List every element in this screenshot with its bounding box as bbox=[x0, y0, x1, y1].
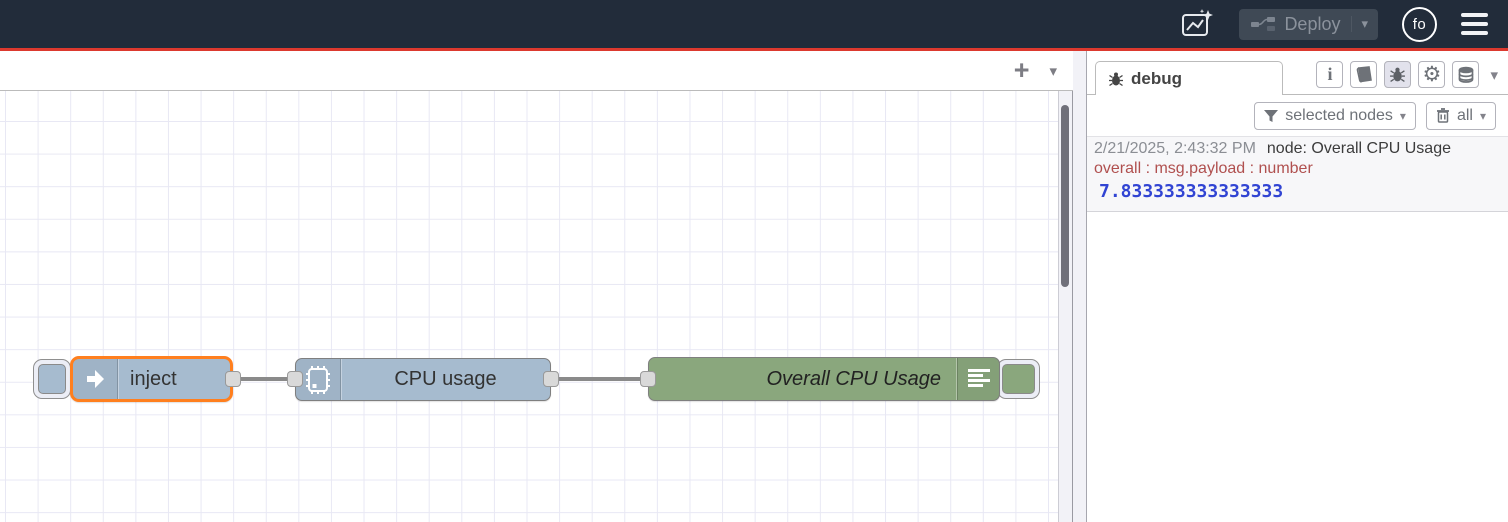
flow-canvas[interactable]: inject CPU usage bbox=[0, 91, 1073, 522]
book-icon bbox=[1355, 66, 1373, 83]
inject-arrow-icon bbox=[73, 359, 118, 399]
user-avatar[interactable]: fo bbox=[1402, 6, 1437, 42]
debug-message-list[interactable]: 2/21/2025, 2:43:32 PM node: Overall CPU … bbox=[1087, 136, 1508, 522]
tab-context-button[interactable] bbox=[1452, 61, 1480, 88]
bug-icon bbox=[1389, 66, 1406, 83]
message-source-node[interactable]: node: Overall CPU Usage bbox=[1266, 140, 1451, 157]
add-flow-button[interactable]: + bbox=[1013, 55, 1030, 85]
deploy-options-chevron-icon[interactable]: ▾ bbox=[1351, 16, 1368, 32]
trash-icon bbox=[1436, 108, 1450, 123]
debug-filter-label: selected nodes bbox=[1285, 106, 1393, 124]
flow-tabbar: + ▾ bbox=[0, 51, 1073, 91]
debug-enable-toggle[interactable] bbox=[997, 359, 1040, 399]
debug-clear-label: all bbox=[1456, 106, 1473, 124]
debug-input-port[interactable] bbox=[640, 371, 656, 387]
filter-chevron-icon: ▾ bbox=[1399, 108, 1406, 123]
canvas-scrollbar-thumb[interactable] bbox=[1061, 105, 1069, 287]
main-area: + ▾ inject bbox=[0, 51, 1508, 522]
workspace: + ▾ inject bbox=[0, 51, 1073, 522]
deploy-icon bbox=[1251, 16, 1276, 32]
assistant-flow-icon[interactable] bbox=[1179, 8, 1215, 40]
node-label: CPU usage bbox=[394, 368, 497, 390]
message-timestamp: 2/21/2025, 2:43:32 PM bbox=[1094, 140, 1256, 157]
main-menu-icon[interactable] bbox=[1461, 13, 1488, 35]
cpu-input-port[interactable] bbox=[287, 371, 303, 387]
sidebar-header: debug i bbox=[1087, 51, 1508, 95]
node-label: Overall CPU Usage bbox=[766, 367, 941, 390]
gear-icon: ⚙ bbox=[1422, 63, 1442, 86]
deploy-button-label: Deploy bbox=[1284, 13, 1341, 34]
sidebar-tab-icons: i bbox=[1316, 61, 1498, 88]
node-inject[interactable]: inject bbox=[70, 356, 233, 402]
header-accent-line bbox=[0, 48, 1508, 51]
node-cpu-usage[interactable]: CPU usage bbox=[295, 358, 551, 401]
debug-console-icon bbox=[957, 358, 999, 400]
inject-trigger-button[interactable] bbox=[33, 359, 71, 399]
sidebar-splitter[interactable] bbox=[1073, 51, 1087, 522]
tab-debug-icon-button[interactable] bbox=[1384, 61, 1412, 88]
deploy-button[interactable]: Deploy ▾ bbox=[1239, 8, 1378, 40]
cpu-chip-icon bbox=[296, 359, 341, 400]
message-value[interactable]: 7.833333333333333 bbox=[1099, 181, 1284, 202]
wire-cpu-to-debug[interactable] bbox=[550, 377, 649, 381]
node-label: inject bbox=[130, 367, 177, 390]
debug-message[interactable]: 2/21/2025, 2:43:32 PM node: Overall CPU … bbox=[1087, 136, 1508, 212]
sidebar-options-chevron-icon[interactable]: ▾ bbox=[1490, 66, 1498, 84]
tab-help-button[interactable] bbox=[1350, 61, 1378, 88]
flow-list-chevron-icon[interactable]: ▾ bbox=[1049, 62, 1057, 80]
info-icon: i bbox=[1327, 64, 1333, 84]
cpu-output-port[interactable] bbox=[543, 371, 559, 387]
database-icon bbox=[1457, 66, 1475, 84]
filter-icon bbox=[1264, 109, 1279, 123]
tab-config-button[interactable]: ⚙ bbox=[1418, 61, 1446, 88]
canvas-scrollbar-track[interactable] bbox=[1058, 91, 1073, 522]
debug-filter-button[interactable]: selected nodes ▾ bbox=[1254, 101, 1416, 130]
debug-toolbar: selected nodes ▾ all ▾ bbox=[1087, 95, 1508, 136]
node-overall-cpu-usage[interactable]: Overall CPU Usage bbox=[648, 357, 1000, 401]
debug-clear-button[interactable]: all ▾ bbox=[1425, 101, 1496, 130]
clear-chevron-icon: ▾ bbox=[1479, 108, 1486, 123]
tab-debug[interactable]: debug bbox=[1095, 61, 1283, 95]
bug-icon bbox=[1108, 71, 1124, 87]
header-bar: Deploy ▾ fo bbox=[0, 0, 1508, 48]
debug-sidebar: debug i bbox=[1087, 51, 1508, 522]
message-property: overall : msg.payload : number bbox=[1094, 160, 1313, 177]
inject-output-port[interactable] bbox=[225, 371, 241, 387]
tab-info-button[interactable]: i bbox=[1316, 61, 1344, 88]
wire-inject-to-cpu[interactable] bbox=[233, 377, 296, 381]
tab-debug-label: debug bbox=[1131, 68, 1182, 88]
